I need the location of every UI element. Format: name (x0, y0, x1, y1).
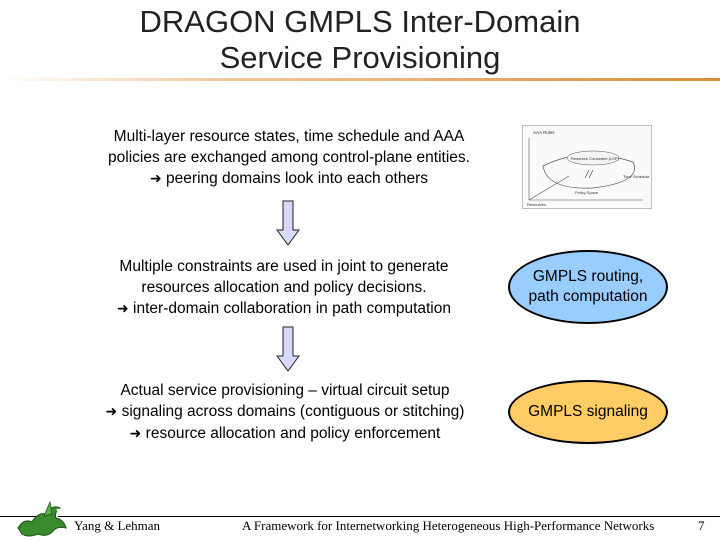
text-line: Multi-layer resource states, time schedu… (113, 128, 465, 145)
text-line: policies are exchanged among control-pla… (108, 149, 470, 166)
text-line: ➜ signaling across domains (contiguous o… (60, 401, 510, 423)
text-line-content: signaling across domains (contiguous or … (117, 403, 465, 420)
gmpls-signaling-ellipse: GMPLS signaling (508, 380, 668, 444)
ellipse-label: GMPLS signaling (528, 403, 648, 420)
slide-title-line-1: DRAGON GMPLS Inter-Domain (139, 4, 581, 39)
title-underline (0, 78, 720, 81)
thumb-label-policy: Policy Space (575, 190, 599, 195)
footer-title: A Framework for Internetworking Heteroge… (242, 518, 655, 533)
resource-diagram-graphic: AAA Rules Resource Constraint (LSP) Time… (527, 130, 650, 207)
right-arrow-icon: ➜ (129, 426, 142, 442)
text-line: ➜ inter-domain collaboration in path com… (60, 298, 508, 320)
thumb-label-resources: Resources (527, 202, 546, 207)
ellipse-label: GMPLS routing, (532, 268, 644, 285)
right-arrow-icon: ➜ (150, 171, 162, 187)
footer-rule (0, 516, 36, 517)
page-number: 7 (698, 518, 705, 533)
right-arrow-icon: ➜ (117, 301, 129, 317)
footer-rule (58, 516, 720, 517)
slide-title-line-2: Service Provisioning (219, 40, 501, 75)
ellipse-label: path computation (528, 288, 648, 305)
text-line-content: inter-domain collaboration in path compu… (128, 300, 451, 317)
text-line-content: peering domains look into each others (161, 170, 428, 187)
text-line: Multiple constraints are used in joint t… (119, 258, 449, 275)
text-line: ➜ resource allocation and policy enforce… (60, 423, 510, 445)
thumb-label-time: Time Schedule (623, 174, 650, 179)
right-arrow-icon: ➜ (105, 404, 118, 420)
text-line: resources allocation and policy decision… (141, 279, 427, 296)
down-arrow-icon (276, 200, 300, 246)
slide-title: DRAGON GMPLS Inter-Domain Service Provis… (0, 4, 720, 76)
text-block-exchange: Multi-layer resource states, time schedu… (60, 126, 518, 190)
gmpls-routing-ellipse: GMPLS routing, path computation (508, 250, 668, 324)
dragon-logo-icon (17, 500, 67, 537)
footer-authors: Yang & Lehman (74, 518, 161, 533)
text-line: ➜ peering domains look into each others (60, 168, 518, 190)
text-block-constraints: Multiple constraints are used in joint t… (60, 256, 508, 320)
resource-diagram-thumbnail: AAA Rules Resource Constraint (LSP) Time… (522, 125, 652, 209)
thumb-label-aaa: AAA Rules (533, 130, 555, 135)
thumb-label-constraint: Resource Constraint (LSP) (571, 156, 619, 161)
down-arrow-icon (276, 326, 300, 372)
text-line-content: resource allocation and policy enforceme… (141, 425, 441, 442)
text-block-provisioning: Actual service provisioning – virtual ci… (60, 380, 510, 445)
text-line: Actual service provisioning – virtual ci… (120, 382, 450, 399)
